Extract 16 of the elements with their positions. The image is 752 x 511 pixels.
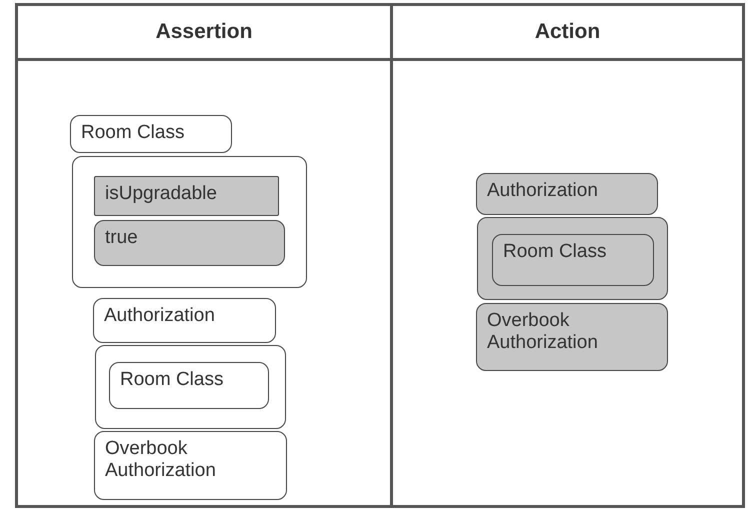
rounded-box: Overbook Authorization [476, 303, 668, 371]
rounded-box: Authorization [93, 298, 276, 343]
attribute-box: isUpgradable [94, 176, 279, 216]
rounded-box: Room Class [70, 115, 232, 153]
rounded-frame [95, 345, 286, 429]
column-header: Action [393, 6, 742, 61]
rounded-frame [72, 156, 307, 288]
rounded-box: Room Class [109, 362, 269, 409]
rounded-box: Overbook Authorization [94, 431, 287, 500]
rounded-frame [477, 217, 668, 300]
column-header: Assertion [18, 6, 390, 61]
rounded-box: true [94, 220, 285, 266]
rounded-box: Room Class [492, 234, 654, 286]
table-column [15, 3, 393, 508]
table-column [390, 3, 745, 508]
rounded-box: Authorization [476, 173, 658, 215]
